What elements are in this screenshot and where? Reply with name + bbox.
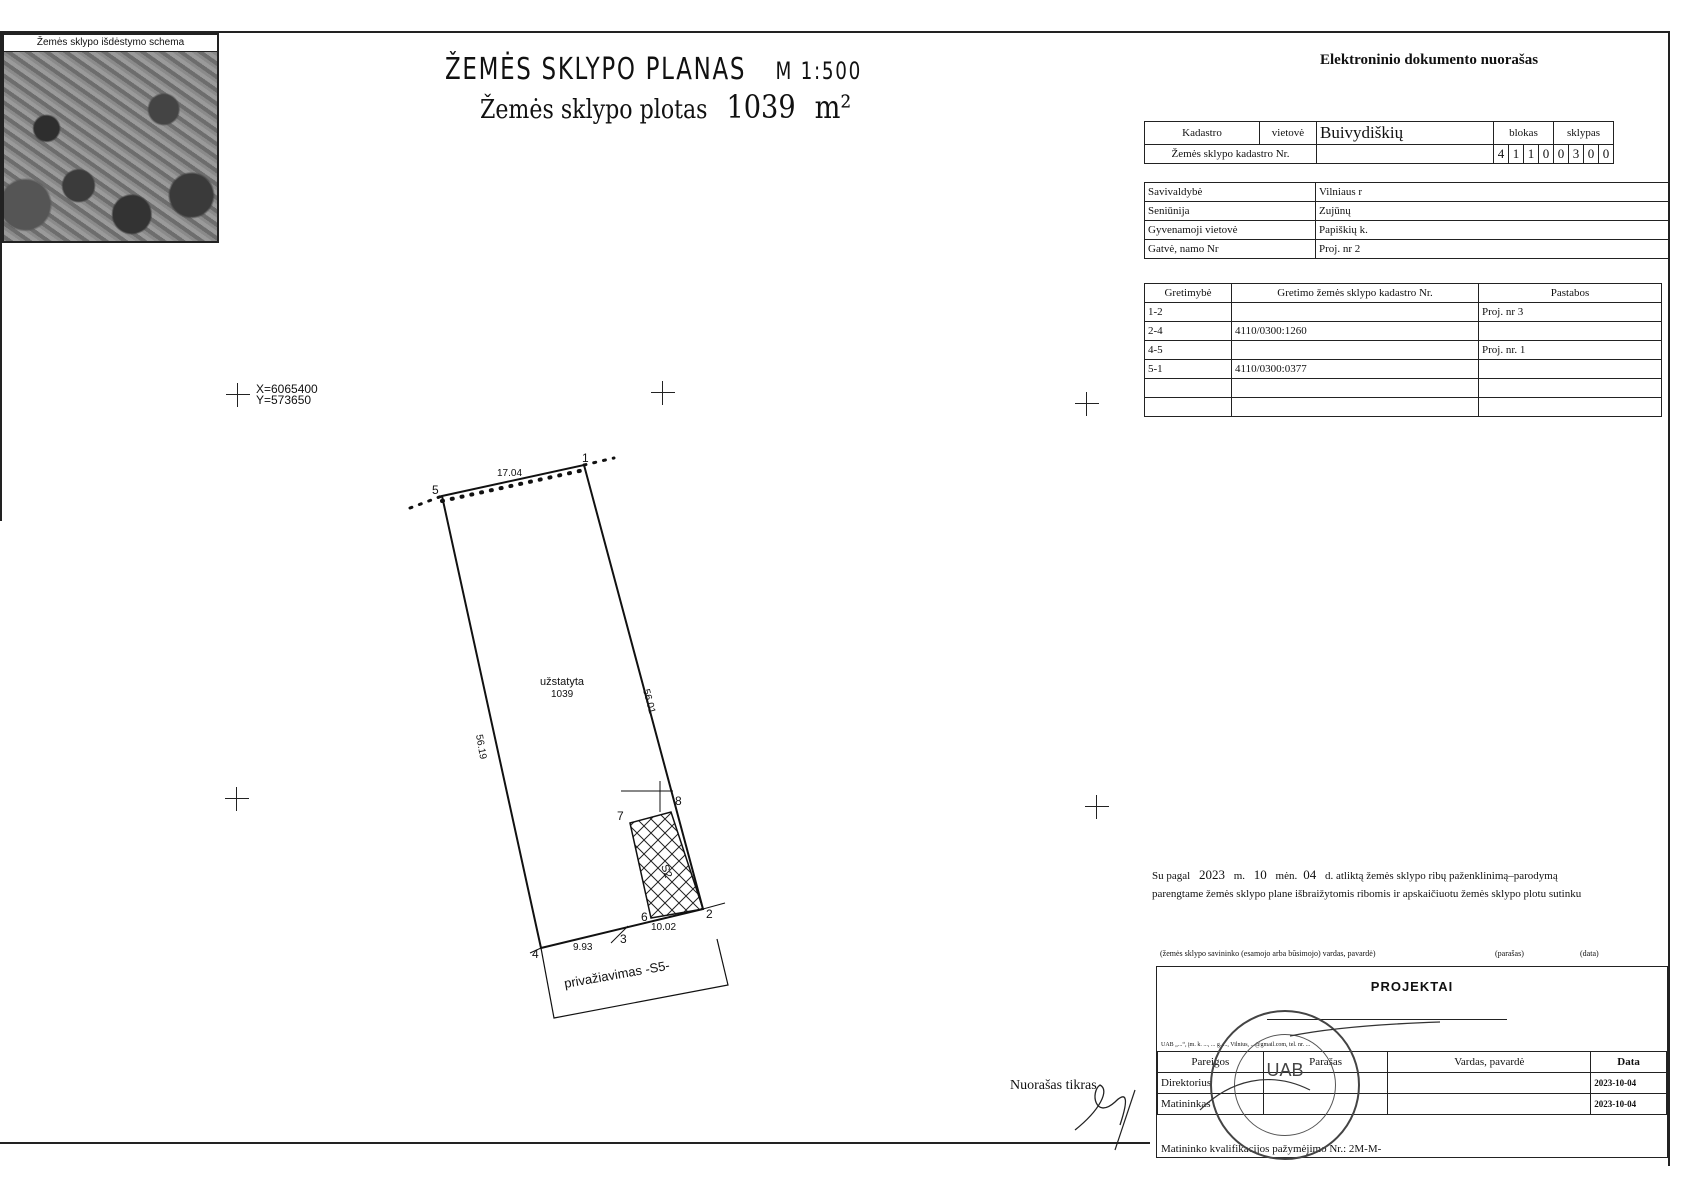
plan-area-line: Žemės sklypo plotas 1039 m² bbox=[480, 88, 851, 126]
frame-bottom-border bbox=[0, 1142, 1150, 1144]
projektai-line bbox=[1267, 1019, 1507, 1020]
plot-use-area: 1039 bbox=[551, 689, 574, 700]
sklypas-label: sklypas bbox=[1553, 121, 1614, 145]
schema-title: Žemės sklypo išdėstymo schema bbox=[4, 35, 217, 52]
admin-label: Seniūnija bbox=[1144, 201, 1316, 221]
plan-area-label: Žemės sklypo plotas bbox=[480, 95, 708, 125]
point-label: 7 bbox=[617, 809, 624, 823]
coordinates-label: X=6065400 Y=573650 bbox=[256, 382, 318, 407]
vietove-value: Buivydiškių bbox=[1316, 121, 1494, 145]
grid-cross-icon bbox=[225, 787, 249, 811]
kadastro-nr-label: Žemės sklypo kadastro Nr. bbox=[1144, 144, 1317, 164]
boundary-dots bbox=[408, 494, 444, 510]
cadastre-table: Kadastro vietovė Buivydiškių blokas skly… bbox=[1144, 121, 1614, 164]
aerial-photo bbox=[4, 52, 217, 241]
agree-d: d. bbox=[1324, 870, 1334, 882]
side-label-1-2: 56.01 bbox=[640, 688, 657, 715]
table-row bbox=[1144, 378, 1662, 398]
access-label: privažiavimas -S5- bbox=[563, 958, 671, 991]
tick-line bbox=[702, 902, 726, 910]
side-label-5-1: 17.04 bbox=[497, 468, 522, 479]
nb-header: Gretimybė bbox=[1144, 283, 1232, 303]
blokas-label: blokas bbox=[1493, 121, 1554, 145]
stamp-inner-ring bbox=[1234, 1034, 1336, 1136]
point-label: 4 bbox=[532, 947, 539, 961]
admin-label: Savivaldybė bbox=[1144, 182, 1316, 202]
grid-cross-icon bbox=[651, 381, 675, 405]
cad-digit: 0 bbox=[1598, 144, 1614, 164]
cad-digit: 0 bbox=[1553, 144, 1569, 164]
plan-title: ŽEMĖS SKLYPO PLANAS M 1:500 bbox=[445, 52, 862, 87]
plan-scale: M 1:500 bbox=[775, 57, 862, 85]
nb-note bbox=[1478, 397, 1662, 417]
sig-sign-label: (parašas) bbox=[1495, 949, 1524, 958]
stamp-seal: UAB bbox=[1210, 1010, 1360, 1160]
point-label: 2 bbox=[706, 907, 713, 921]
frame-left-border bbox=[0, 31, 2, 521]
agree-m: m. bbox=[1233, 870, 1246, 882]
sig-owner-label: (žemės sklypo savininko (esamojo arba bū… bbox=[1160, 949, 1376, 958]
tick-line bbox=[529, 947, 542, 954]
nb-side: 5-1 bbox=[1144, 359, 1232, 379]
building-label: S2 bbox=[658, 863, 674, 880]
access-road bbox=[540, 938, 729, 1019]
point-label: 3 bbox=[620, 932, 627, 946]
frame-right-border bbox=[1668, 31, 1670, 1166]
plan-area-value: 1039 bbox=[726, 88, 796, 126]
proj-header: Data bbox=[1590, 1051, 1667, 1073]
plan-title-text: ŽEMĖS SKLYPO PLANAS bbox=[445, 52, 747, 87]
agreement-text: Su pagal 2023 m. 10 mėn. 04 d. atliktą že… bbox=[1152, 866, 1672, 903]
projektai-title: PROJEKTAI bbox=[1370, 979, 1454, 994]
point-label: 1 bbox=[582, 451, 589, 465]
agree-prefix: Su pagal bbox=[1152, 870, 1191, 882]
edoc-title: Elektroninio dokumento nuorašas bbox=[1320, 52, 1539, 68]
sig-date-label: (data) bbox=[1580, 949, 1599, 958]
agree-day: 04 bbox=[1303, 867, 1317, 882]
side-label-3-2: 10.02 bbox=[651, 922, 676, 933]
proj-date: 2023-10-04 bbox=[1590, 1093, 1667, 1115]
frame-top-border bbox=[0, 31, 1670, 33]
grid-cross-icon bbox=[1075, 392, 1099, 416]
kadastro-label: Kadastro bbox=[1144, 121, 1260, 145]
agree-rest: atliktą žemės sklypo ribų paženklinimą–p… bbox=[1335, 870, 1558, 882]
point-label: 8 bbox=[675, 794, 682, 808]
agree-line2: parengtame žemės sklypo plane išbraižyto… bbox=[1152, 888, 1582, 900]
nb-header: Pastabos bbox=[1478, 283, 1662, 303]
plan-area-unit: m² bbox=[814, 88, 852, 126]
proj-header: Vardas, pavardė bbox=[1387, 1051, 1592, 1073]
tick-line bbox=[610, 925, 629, 944]
agree-year: 2023 bbox=[1198, 867, 1225, 882]
copy-certified-label: Nuorašas tikras bbox=[1010, 1078, 1097, 1093]
coord-x: X=6065400 bbox=[256, 382, 318, 396]
side-label-4-5: 56.19 bbox=[473, 734, 488, 761]
admin-label: Gatvė, namo Nr bbox=[1144, 239, 1316, 259]
grid-cross-icon bbox=[1085, 795, 1109, 819]
boundary-dots bbox=[440, 468, 586, 503]
admin-label: Gyvenamoji vietovė bbox=[1144, 220, 1316, 240]
point-label: 6 bbox=[641, 910, 648, 924]
neighbors-table: Gretimybė Gretimo žemės sklypo kadastro … bbox=[1144, 283, 1662, 417]
agree-men: mėn. bbox=[1275, 870, 1298, 882]
point-label: 5 bbox=[432, 483, 439, 497]
proj-date: 2023-10-04 bbox=[1590, 1072, 1667, 1094]
grid-cross-icon bbox=[226, 383, 250, 407]
coord-y: Y=573650 bbox=[256, 393, 312, 407]
admin-value: Proj. nr 2 bbox=[1315, 239, 1669, 259]
side-label-4-3: 9.93 bbox=[573, 942, 593, 953]
vietove-label: vietovė bbox=[1259, 121, 1317, 145]
stamp-text: UAB bbox=[1266, 1060, 1304, 1080]
table-row bbox=[1144, 397, 1662, 417]
agree-month: 10 bbox=[1253, 867, 1267, 882]
location-schema: Žemės sklypo išdėstymo schema bbox=[2, 33, 219, 243]
plot-use-label: užstatyta bbox=[540, 676, 585, 688]
